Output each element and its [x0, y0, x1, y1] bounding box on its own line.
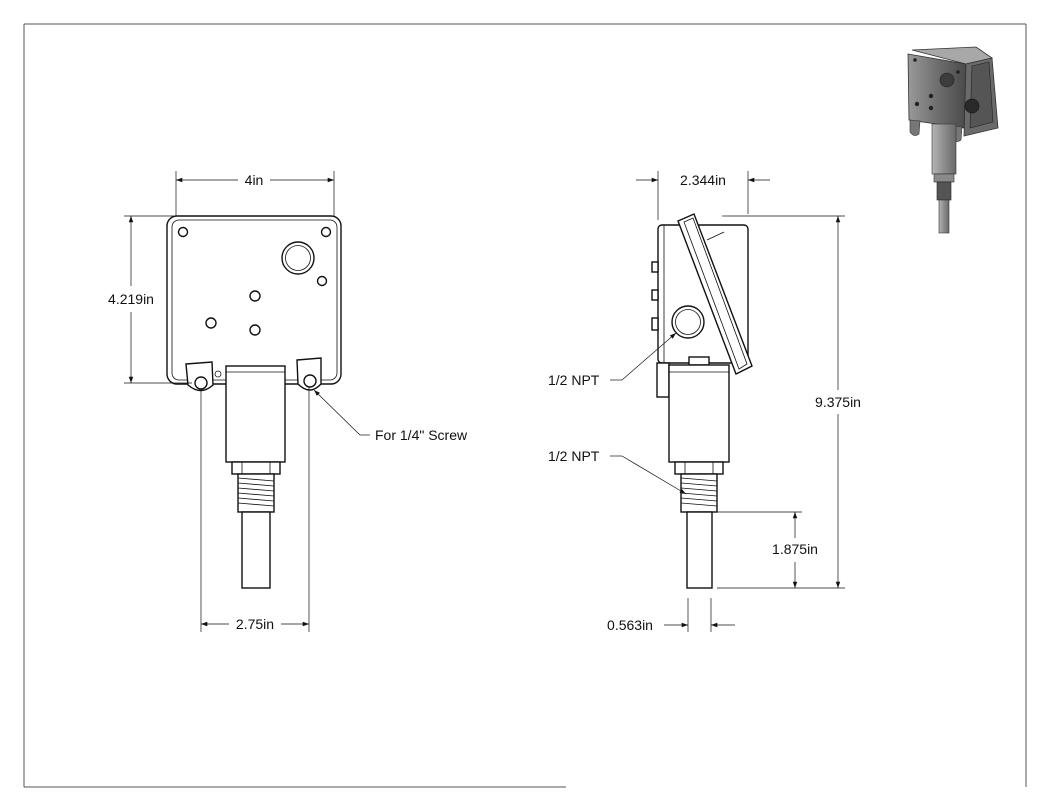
- probe-diameter-dimension: [664, 598, 735, 632]
- probe-length-label: 1.875in: [772, 541, 818, 557]
- process-label: 1/2 NPT: [548, 448, 600, 464]
- side-view: [651, 213, 753, 589]
- front-width-label: 4in: [245, 172, 264, 188]
- process-leader: [610, 455, 687, 495]
- front-view: [166, 215, 342, 589]
- overall-length-dimension: [717, 215, 845, 589]
- mount-spacing-dimension: [200, 387, 310, 632]
- conduit-leader: [610, 332, 677, 381]
- mount-spacing-label: 2.75in: [236, 616, 274, 632]
- screw-note: For 1/4" Screw: [375, 427, 468, 443]
- front-height-label: 4.219in: [108, 291, 154, 307]
- conduit-label: 1/2 NPT: [548, 372, 600, 388]
- probe-length-dimension: [717, 511, 802, 588]
- overall-length-label: 9.375in: [815, 394, 861, 410]
- side-depth-dimension: [636, 171, 770, 220]
- side-depth-label: 2.344in: [680, 172, 726, 188]
- isometric-render: [907, 46, 999, 234]
- screw-leader: [313, 389, 370, 436]
- front-height-dimension: [124, 215, 192, 384]
- probe-diameter-label: 0.563in: [607, 617, 653, 633]
- sheet-border: [23, 23, 1027, 788]
- front-width-dimension: [175, 171, 335, 216]
